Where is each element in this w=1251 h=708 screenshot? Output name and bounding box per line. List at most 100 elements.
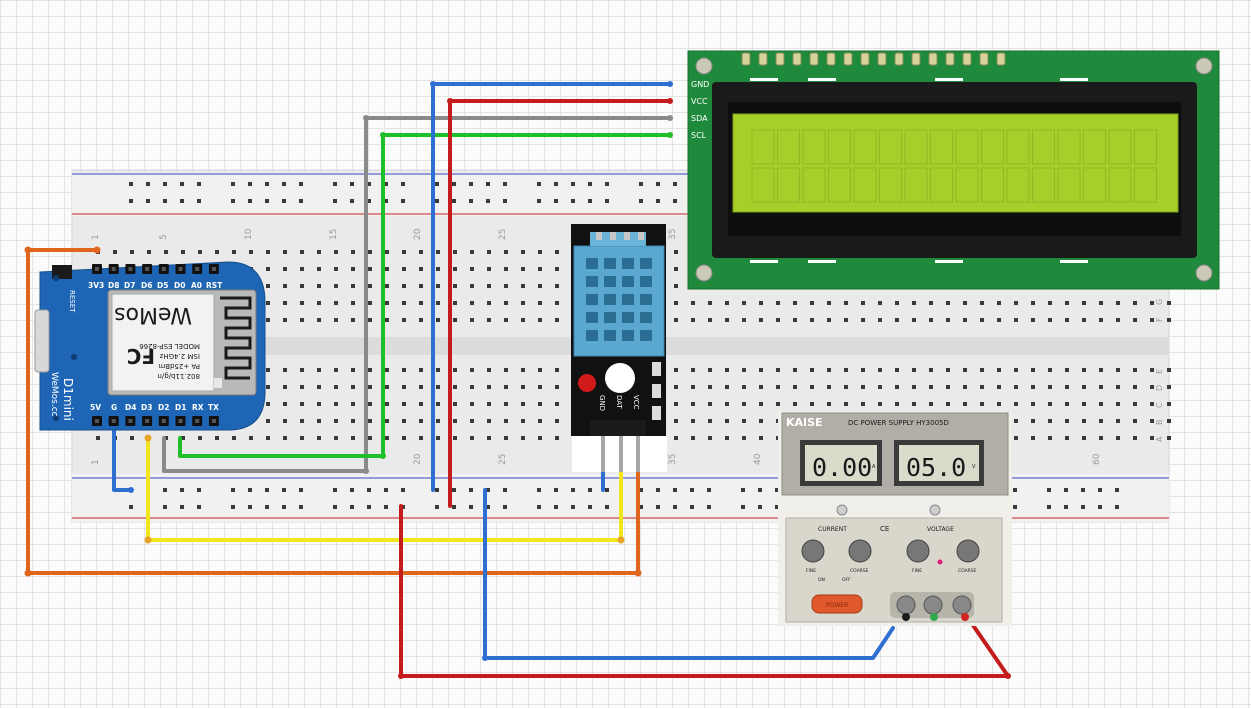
breadboard-hole — [793, 385, 797, 389]
dht-pin-gnd-label: GND — [598, 395, 606, 411]
breadboard-hole — [334, 436, 338, 440]
voltage-coarse-knob[interactable] — [956, 539, 980, 563]
rail-hole — [282, 182, 286, 186]
breadboard-hole — [844, 402, 848, 406]
wire-end-dot — [667, 98, 673, 104]
rail-hole — [248, 488, 252, 492]
breadboard-hole — [300, 385, 304, 389]
breadboard-hole — [810, 318, 814, 322]
lcd-char-cell — [777, 129, 800, 165]
breadboard-hole — [929, 318, 933, 322]
breadboard-hole — [708, 385, 712, 389]
rail-hole — [265, 199, 269, 203]
breadboard-hole — [691, 385, 695, 389]
blue-ground-wire-short — [112, 420, 133, 492]
rail-hole — [435, 199, 439, 203]
rail-hole — [690, 488, 694, 492]
breadboard-hole — [725, 318, 729, 322]
col-num-top: 25 — [498, 229, 508, 240]
breadboard-hole — [725, 402, 729, 406]
breadboard-hole — [708, 368, 712, 372]
rail-hole — [741, 488, 745, 492]
dht-vent-slot — [604, 258, 616, 269]
breadboard-hole — [351, 318, 355, 322]
rail-hole — [673, 199, 677, 203]
breadboard-hole — [946, 368, 950, 372]
breadboard-hole — [351, 250, 355, 254]
breadboard-hole — [555, 318, 559, 322]
rail-hole — [299, 182, 303, 186]
rail-hole — [1081, 505, 1085, 509]
dht-vent-slot — [640, 312, 652, 323]
rail-hole — [231, 199, 235, 203]
lcd-mount-hole — [695, 57, 713, 75]
esp-model-text: MODEL ESP-8266 — [139, 342, 200, 350]
rail-hole — [384, 182, 388, 186]
row-letter: F — [1155, 317, 1164, 322]
breadboard-hole — [810, 301, 814, 305]
pin-label-d0: D0 — [174, 281, 185, 290]
red-terminal-post — [952, 595, 972, 615]
rail-hole — [1047, 505, 1051, 509]
rail-hole — [163, 199, 167, 203]
current-coarse-knob[interactable] — [848, 539, 872, 563]
wire-end-dot — [93, 246, 101, 254]
breadboard-hole — [283, 318, 287, 322]
dht-pin — [638, 232, 644, 240]
breadboard-hole — [249, 436, 253, 440]
dht-led — [578, 374, 596, 392]
breadboard-hole — [1099, 301, 1103, 305]
rail-hole — [265, 488, 269, 492]
wemos-top-pin-hole — [161, 267, 166, 271]
rail-hole — [129, 182, 133, 186]
black-terminal[interactable] — [902, 613, 910, 621]
voltage-section-label: VOLTAGE — [927, 526, 954, 533]
rail-hole — [231, 182, 235, 186]
rail-hole — [180, 488, 184, 492]
breadboard-hole — [844, 301, 848, 305]
dht-gnd-leg — [601, 436, 605, 472]
breadboard-hole — [1031, 385, 1035, 389]
breadboard-hole — [300, 402, 304, 406]
voltage-fine-knob[interactable] — [906, 539, 930, 563]
breadboard-hole — [317, 301, 321, 305]
dht11-module: GND DAT VCC — [571, 224, 667, 472]
wire-end-dot — [447, 98, 453, 104]
breadboard-hole — [419, 419, 423, 423]
breadboard-hole — [334, 250, 338, 254]
breadboard-hole — [555, 419, 559, 423]
rail-hole — [180, 182, 184, 186]
rail-hole — [129, 505, 133, 509]
breadboard-hole — [844, 368, 848, 372]
lcd-header-pin — [962, 52, 972, 66]
lcd-char-cell — [802, 167, 826, 203]
rail-hole — [537, 505, 541, 509]
breadboard-hole — [674, 385, 678, 389]
breadboard-hole — [1150, 402, 1154, 406]
current-fine-knob[interactable] — [801, 539, 825, 563]
rail-hole — [146, 199, 150, 203]
breadboard-hole — [1082, 436, 1086, 440]
power-button[interactable] — [811, 594, 863, 614]
breadboard-hole — [742, 368, 746, 372]
lcd-header-pin — [843, 52, 853, 66]
breadboard-hole — [997, 318, 1001, 322]
breadboard-hole — [878, 301, 882, 305]
breadboard-hole — [1014, 385, 1018, 389]
red-terminal[interactable] — [961, 613, 969, 621]
breadboard-hole — [470, 318, 474, 322]
breadboard-hole — [861, 402, 865, 406]
breadboard-hole — [504, 284, 508, 288]
rail-hole — [690, 505, 694, 509]
rail-hole — [452, 182, 456, 186]
breadboard-hole — [691, 368, 695, 372]
rail-hole — [452, 505, 456, 509]
green-terminal[interactable] — [930, 613, 938, 621]
rail-hole — [503, 488, 507, 492]
rail-hole — [673, 505, 677, 509]
lcd-header-pin — [894, 52, 904, 66]
breadboard-hole — [759, 318, 763, 322]
breadboard-hole — [487, 402, 491, 406]
rail-hole — [231, 488, 235, 492]
breadboard-hole — [487, 301, 491, 305]
